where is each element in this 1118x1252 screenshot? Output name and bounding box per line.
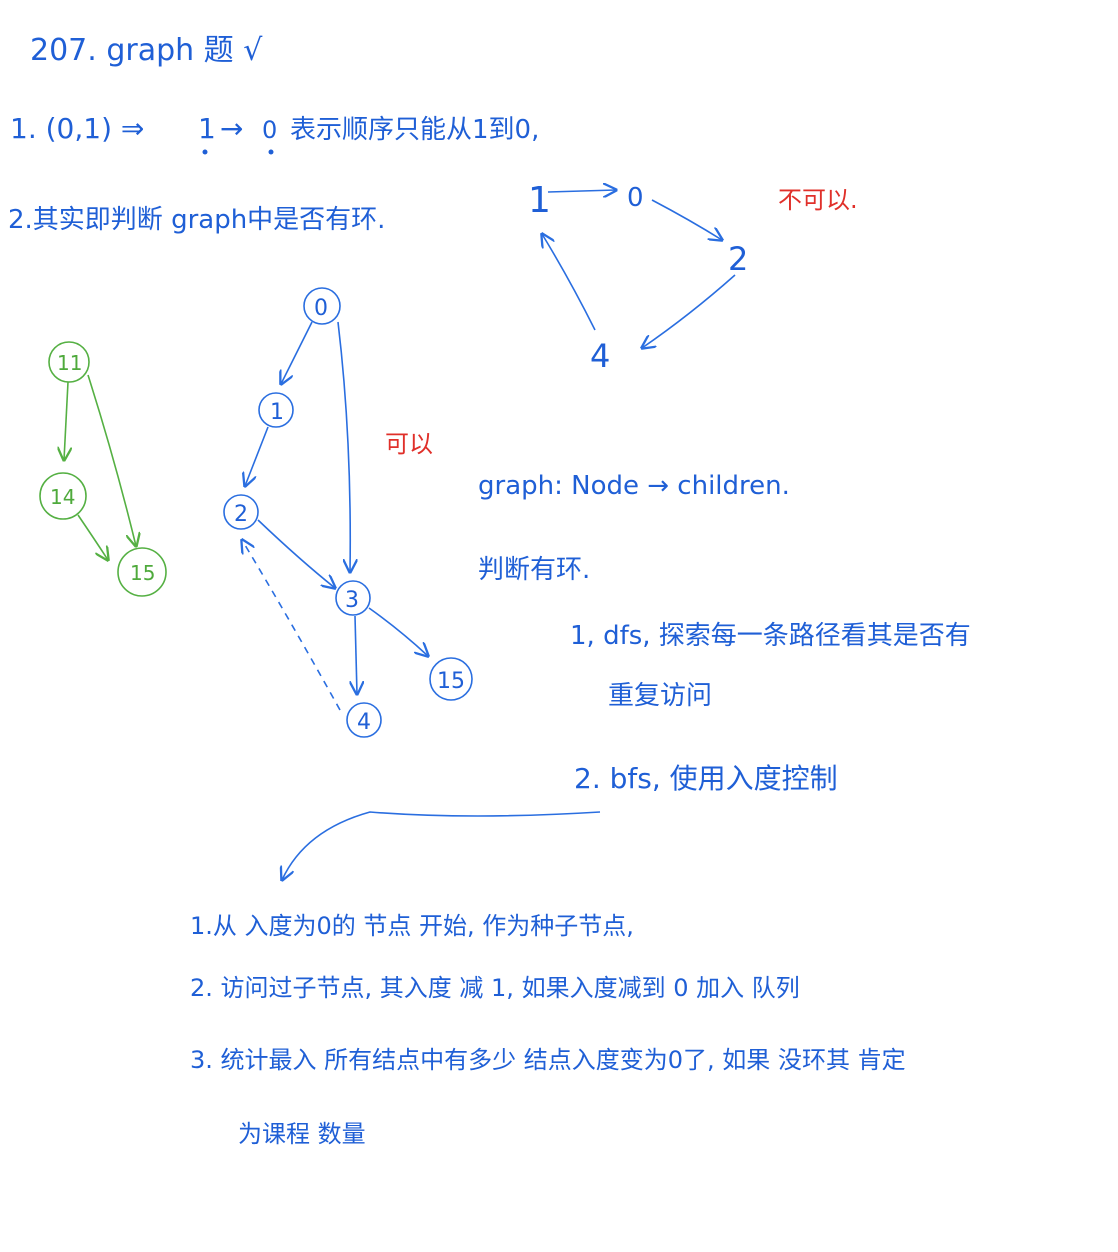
dag-edge-2-3 — [257, 519, 335, 588]
cycle-node-1: 1 — [528, 180, 551, 221]
green-edge-11-14 — [64, 381, 68, 460]
dag-node-circle-1 — [258, 392, 294, 428]
dot-under-one — [202, 149, 208, 155]
dag-node-circle-0 — [303, 287, 341, 325]
dag-node-circle-2 — [223, 494, 259, 530]
dag-node-circle-3 — [335, 580, 371, 616]
green-edge-11-15 — [87, 374, 136, 546]
dag-node-0: 0 — [314, 296, 328, 321]
bfs-step1: 1.从 入度为0的 节点 开始, 作为种子节点, — [190, 912, 634, 940]
cycle-edge-4-1 — [542, 234, 596, 331]
dag-edge-3-4 — [355, 615, 357, 694]
dag-node-circle-4 — [346, 702, 382, 738]
dot-under-zero — [268, 149, 274, 155]
green-node-circle-14 — [39, 472, 87, 520]
green-edge-14-15 — [77, 514, 108, 560]
note-line1-arrow: → — [220, 112, 243, 145]
note-line1-prefix: 1. (0,1) ⇒ — [10, 112, 144, 145]
green-node-circle-15 — [117, 547, 167, 597]
cycle-node-2: 2 — [728, 240, 748, 278]
green-node-15: 15 — [130, 561, 155, 585]
dag-edge-4-2-dashed — [242, 540, 341, 711]
cycle-node-0: 0 — [627, 183, 644, 213]
dag-graph: 0 1 2 3 4 15 可以 — [223, 287, 473, 738]
dag-node-1: 1 — [270, 400, 284, 425]
graph-definition: graph: Node → children. — [478, 471, 790, 501]
cycle-edge-2-4 — [642, 274, 736, 348]
bfs-step3: 3. 统计最入 所有结点中有多少 结点入度变为0了, 如果 没环其 肯定 — [190, 1046, 906, 1074]
dag-node-15: 15 — [437, 669, 465, 694]
dag-verdict: 可以 — [385, 430, 433, 458]
green-node-14: 14 — [50, 485, 75, 509]
dag-edge-1-2 — [245, 426, 269, 486]
note-line1-one: 1 — [198, 112, 216, 145]
bfs-step2: 2. 访问过子节点, 其入度 减 1, 如果入度减到 0 加入 队列 — [190, 974, 800, 1002]
note-line2: 2.其实即判断 graph中是否有环. — [8, 205, 385, 235]
bfs-pointer-arrow — [282, 811, 601, 880]
dag-node-circle-15 — [429, 657, 473, 701]
cycle-edge-1-0 — [547, 190, 616, 192]
dag-edge-0-3 — [337, 321, 350, 572]
bfs-line: 2. bfs, 使用入度控制 — [574, 762, 838, 795]
detect-cycle-title: 判断有环. — [478, 555, 590, 585]
cycle-node-4: 4 — [590, 337, 610, 375]
dfs-line1: 1, dfs, 探索每一条路径看其是否有 — [570, 621, 971, 651]
dag-node-3: 3 — [345, 588, 359, 613]
dag-node-4: 4 — [357, 710, 371, 735]
note-line1-text: 表示顺序只能从1到0, — [290, 115, 539, 145]
green-node-11: 11 — [57, 351, 82, 375]
bfs-step4: 为课程 数量 — [238, 1120, 366, 1148]
page-title: 207. graph 题 √ — [30, 33, 263, 68]
cycle-verdict: 不可以. — [778, 186, 858, 214]
cycle-graph: 1 0 2 4 不可以. — [528, 180, 858, 375]
green-node-circle-11 — [48, 341, 90, 383]
green-graph: 11 14 15 — [39, 341, 167, 597]
cycle-edge-0-2 — [651, 199, 722, 240]
dfs-line2: 重复访问 — [608, 681, 712, 711]
dag-node-2: 2 — [234, 502, 248, 527]
dag-edge-3-15 — [368, 607, 428, 656]
note-line1-zero: 0 — [262, 116, 277, 144]
dag-edge-0-1 — [281, 321, 313, 384]
